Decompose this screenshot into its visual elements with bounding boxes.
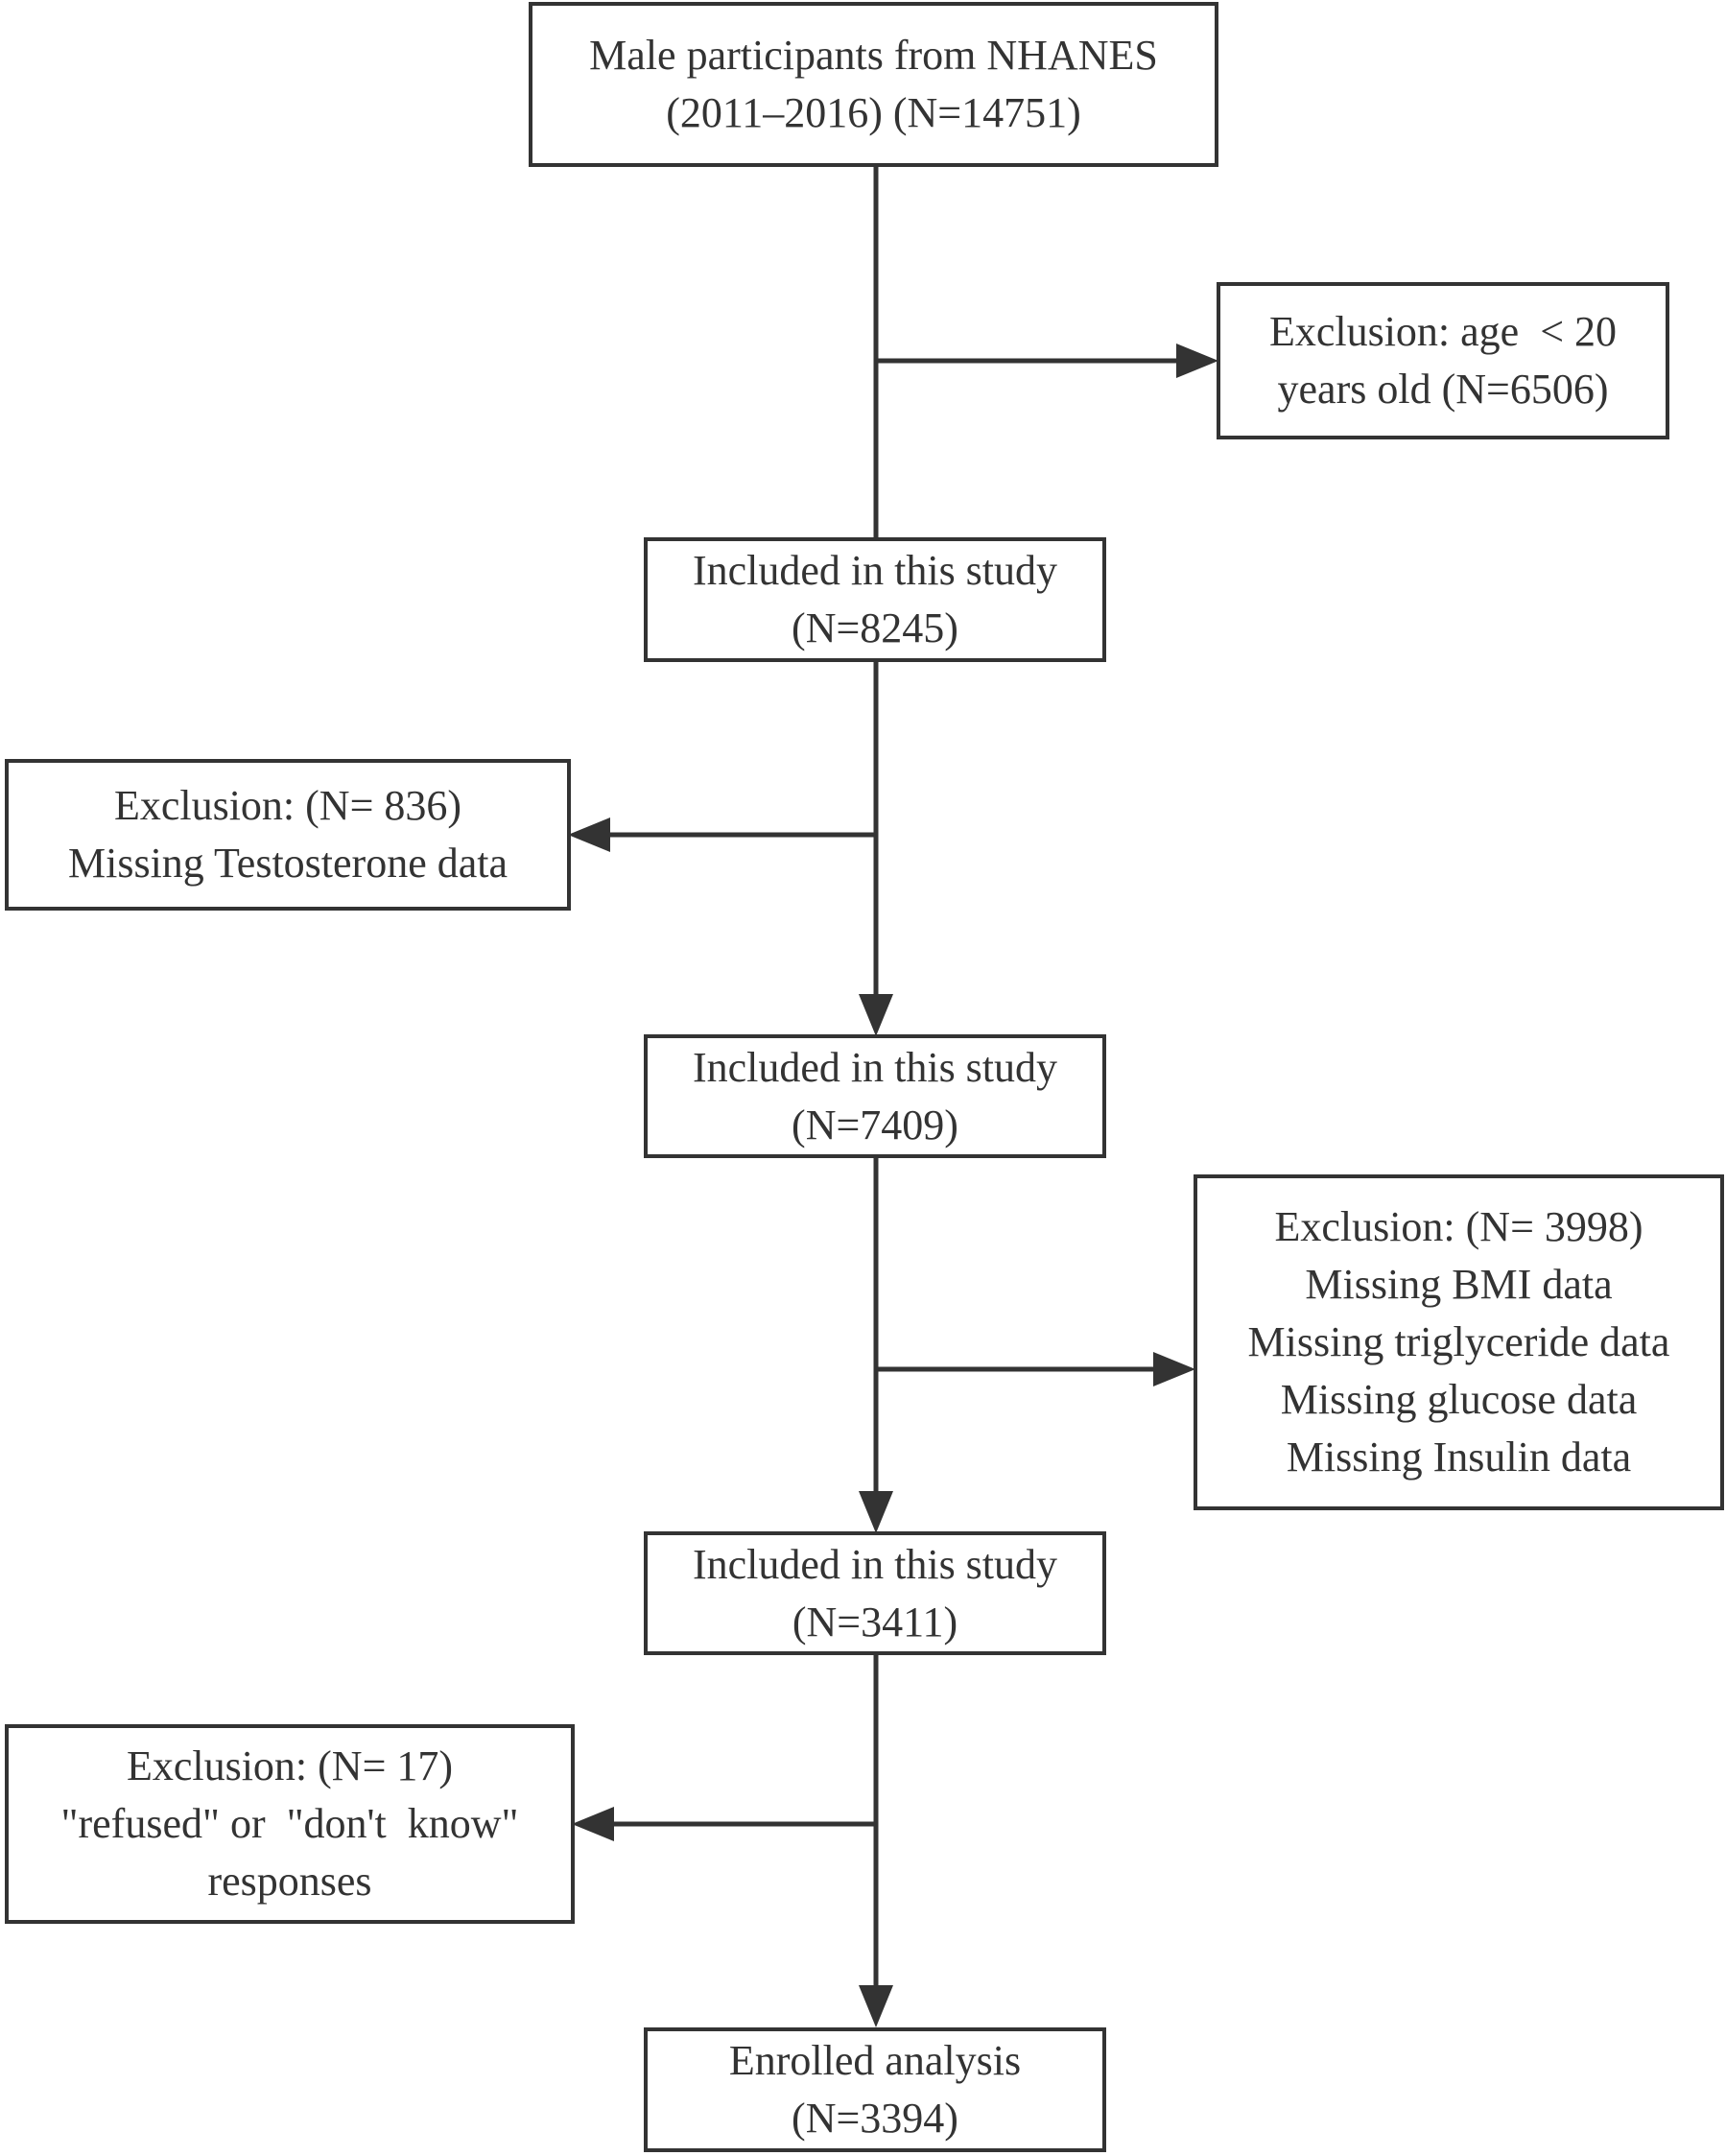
start-box: Male participants from NHANES (2011–2016… xyxy=(529,2,1218,167)
exclusion-responses-line-1: Exclusion: (N= 17) xyxy=(126,1742,454,1789)
included-box-3: Included in this study (N=3411) xyxy=(644,1531,1106,1655)
included-3-line-1: Included in this study xyxy=(692,1540,1058,1588)
arrowhead-right-exclusion-metabolic xyxy=(1153,1352,1195,1386)
included-3-line-2: (N=3411) xyxy=(792,1598,958,1646)
exclusion-metabolic-line-2: Missing BMI data xyxy=(1305,1261,1613,1308)
arrowhead-left-exclusion-testosterone xyxy=(568,817,610,852)
exclusion-responses-line-3: responses xyxy=(207,1858,372,1905)
exclusion-age-line-2: years old (N=6506) xyxy=(1277,366,1609,413)
exclusion-testosterone-line-1: Exclusion: (N= 836) xyxy=(113,782,462,829)
exclusion-age-box: Exclusion: age < 20 years old (N=6506) xyxy=(1217,282,1669,439)
enrolled-box: Enrolled analysis (N=3394) xyxy=(644,2027,1106,2152)
included-box-2: Included in this study (N=7409) xyxy=(644,1034,1106,1158)
arrowhead-down-enrolled xyxy=(859,1985,893,2027)
included-2-line-2: (N=7409) xyxy=(792,1101,958,1149)
arrowhead-right-exclusion-age xyxy=(1176,344,1218,378)
exclusion-metabolic-line-3: Missing triglyceride data xyxy=(1247,1318,1670,1365)
included-2-line-1: Included in this study xyxy=(692,1043,1058,1091)
exclusion-testosterone-box: Exclusion: (N= 836) Missing Testosterone… xyxy=(5,759,571,911)
enrolled-line-2: (N=3394) xyxy=(792,2095,958,2142)
exclusion-age-line-1: Exclusion: age < 20 xyxy=(1268,308,1618,355)
arrowhead-down-included-3 xyxy=(859,1491,893,1533)
exclusion-responses-box: Exclusion: (N= 17) "refused" or "don't k… xyxy=(5,1724,575,1924)
included-1-line-2: (N=8245) xyxy=(792,604,958,652)
exclusion-metabolic-box: Exclusion: (N= 3998) Missing BMI data Mi… xyxy=(1194,1174,1724,1510)
arrowhead-down-included-2 xyxy=(859,994,893,1036)
exclusion-testosterone-line-2: Missing Testosterone data xyxy=(67,840,508,887)
exclusion-responses-line-2: "refused" or "don't know" xyxy=(60,1800,519,1847)
exclusion-metabolic-line-1: Exclusion: (N= 3998) xyxy=(1274,1203,1643,1250)
start-line-1: Male participants from NHANES xyxy=(589,32,1158,79)
arrowhead-left-exclusion-responses xyxy=(572,1807,614,1841)
exclusion-metabolic-line-5: Missing Insulin data xyxy=(1286,1433,1632,1481)
included-1-line-1: Included in this study xyxy=(692,547,1058,594)
enrolled-line-1: Enrolled analysis xyxy=(728,2037,1022,2084)
exclusion-metabolic-line-4: Missing glucose data xyxy=(1280,1376,1638,1423)
start-line-2: (2011–2016) (N=14751) xyxy=(666,89,1081,136)
included-box-1: Included in this study (N=8245) xyxy=(644,537,1106,662)
